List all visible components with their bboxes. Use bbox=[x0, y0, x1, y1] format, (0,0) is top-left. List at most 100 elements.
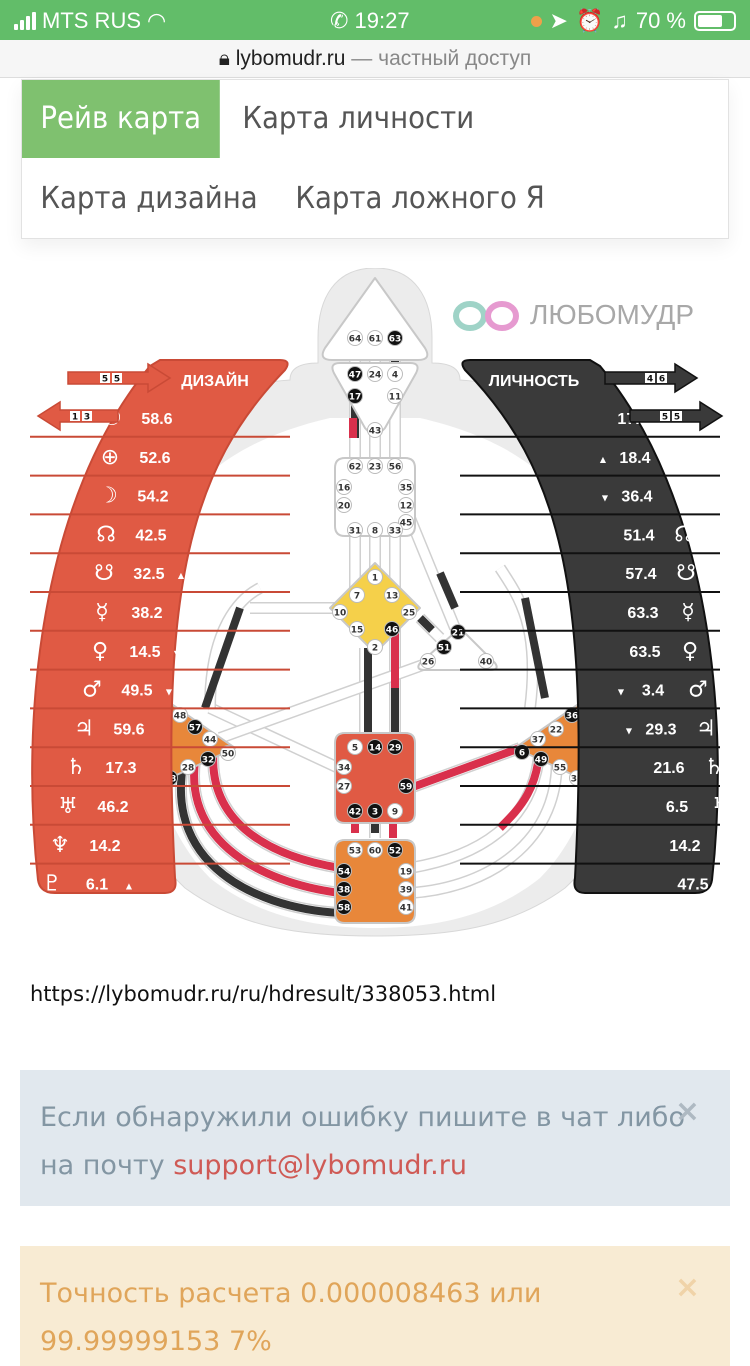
gate-64[interactable]: 64 bbox=[347, 330, 363, 346]
gate-62[interactable]: 62 bbox=[347, 458, 363, 474]
gate-9[interactable]: 9 bbox=[387, 803, 403, 819]
detriment-icon: ▼ bbox=[602, 494, 609, 503]
battery-icon bbox=[694, 11, 736, 31]
gate-51[interactable]: 51 bbox=[436, 639, 452, 655]
gate-45[interactable]: 45 bbox=[398, 514, 414, 530]
gate-63[interactable]: 63 bbox=[387, 330, 403, 346]
gate-44[interactable]: 44 bbox=[202, 731, 218, 747]
planet-symbol-icon: ♄ bbox=[66, 755, 86, 780]
gate-16[interactable]: 16 bbox=[336, 479, 352, 495]
tab-personality-chart[interactable]: Карта личности bbox=[242, 101, 475, 136]
gate-1[interactable]: 1 bbox=[367, 569, 383, 585]
gate-35[interactable]: 35 bbox=[398, 479, 414, 495]
gate-27[interactable]: 27 bbox=[336, 778, 352, 794]
gate-29[interactable]: 29 bbox=[387, 739, 403, 755]
address-bar[interactable]: 🔒︎ lybomudr.ru — частный доступ bbox=[0, 40, 750, 78]
planet-symbol-icon: ⊕ bbox=[671, 445, 689, 470]
gate-2[interactable]: 2 bbox=[367, 639, 383, 655]
gate-57[interactable]: 57 bbox=[187, 719, 203, 735]
gate-59[interactable]: 59 bbox=[398, 778, 414, 794]
gate-52[interactable]: 52 bbox=[387, 842, 403, 858]
detriment-icon: ▼ bbox=[166, 688, 173, 697]
planet-row: ⊕52.6 bbox=[30, 435, 290, 470]
gate-31[interactable]: 31 bbox=[347, 522, 363, 538]
gate-11[interactable]: 11 bbox=[387, 388, 403, 404]
gate-25[interactable]: 25 bbox=[401, 604, 417, 620]
gate-4[interactable]: 4 bbox=[387, 366, 403, 382]
gate-46[interactable]: 46 bbox=[384, 621, 400, 637]
gate-7[interactable]: 7 bbox=[349, 587, 365, 603]
close-icon[interactable]: × bbox=[674, 1094, 700, 1129]
support-email-link[interactable]: support@lybomudr.ru bbox=[173, 1150, 467, 1181]
gate-19[interactable]: 19 bbox=[398, 863, 414, 879]
chart-tabs: Рейв карта Карта личности Карта дизайна … bbox=[21, 79, 729, 239]
gate-22[interactable]: 22 bbox=[548, 721, 564, 737]
result-link[interactable]: https://lybomudr.ru/ru/hdresult/338053.h… bbox=[30, 982, 497, 1006]
gate-49[interactable]: 49 bbox=[533, 751, 549, 767]
gate-12[interactable]: 12 bbox=[398, 497, 414, 513]
alert-text: Если обнаружили ошибку пишите в чат либо… bbox=[40, 1102, 685, 1181]
gate-32[interactable]: 32 bbox=[200, 751, 216, 767]
gate-17[interactable]: 17 bbox=[347, 388, 363, 404]
gate-number: 27 bbox=[338, 783, 351, 793]
gate-28[interactable]: 28 bbox=[180, 759, 196, 775]
gate-40[interactable]: 40 bbox=[478, 653, 494, 669]
gate-20[interactable]: 20 bbox=[336, 497, 352, 513]
gate-number: 64 bbox=[349, 335, 362, 345]
gate-61[interactable]: 61 bbox=[367, 330, 383, 346]
tab-false-self-chart[interactable]: Карта ложного Я bbox=[295, 181, 545, 216]
gate-48[interactable]: 48 bbox=[172, 707, 188, 723]
gate-55[interactable]: 55 bbox=[552, 759, 568, 775]
gate-54[interactable]: 54 bbox=[336, 863, 352, 879]
gate-24[interactable]: 24 bbox=[367, 366, 383, 382]
gate-58[interactable]: 58 bbox=[336, 899, 352, 915]
gate-38[interactable]: 38 bbox=[336, 881, 352, 897]
gate-number: 44 bbox=[204, 736, 217, 746]
tab-design-chart[interactable]: Карта дизайна bbox=[40, 181, 258, 216]
gate-34[interactable]: 34 bbox=[336, 759, 352, 775]
center-ajna[interactable]: 47 24 4 17 11 43 bbox=[331, 362, 419, 438]
gate-37[interactable]: 37 bbox=[530, 731, 546, 747]
gate-41[interactable]: 41 bbox=[398, 899, 414, 915]
tab-rave-chart[interactable]: Рейв карта bbox=[22, 80, 220, 158]
gate-number: 25 bbox=[403, 609, 416, 619]
gate-10[interactable]: 10 bbox=[332, 604, 348, 620]
close-icon[interactable]: × bbox=[674, 1270, 700, 1305]
center-g[interactable]: 17 13 10 25 15 462 bbox=[329, 562, 421, 655]
planet-row: ♄17.3 bbox=[30, 746, 290, 780]
gate-5[interactable]: 5 bbox=[347, 739, 363, 755]
planet-row: ♃29.3▼ bbox=[460, 707, 720, 741]
status-bar: MTS RUS ◠ ✆ 19:27 ➤ ⏰ ♫ 70 % bbox=[0, 0, 750, 40]
gate-43[interactable]: 43 bbox=[367, 422, 383, 438]
gate-33[interactable]: 33 bbox=[387, 522, 403, 538]
gate-39[interactable]: 39 bbox=[398, 881, 414, 897]
gate-8[interactable]: 8 bbox=[367, 522, 383, 538]
gate-number: 33 bbox=[389, 527, 402, 537]
gate-number: 24 bbox=[369, 371, 382, 381]
gate-6[interactable]: 6 bbox=[514, 744, 530, 760]
gate-53[interactable]: 53 bbox=[347, 842, 363, 858]
gate-47[interactable]: 47 bbox=[347, 366, 363, 382]
gate-60[interactable]: 60 bbox=[367, 842, 383, 858]
gate-21[interactable]: 21 bbox=[450, 624, 466, 640]
gate-26[interactable]: 26 bbox=[420, 653, 436, 669]
gate-56[interactable]: 56 bbox=[387, 458, 403, 474]
gate-42[interactable]: 42 bbox=[347, 803, 363, 819]
gate-number: 22 bbox=[550, 726, 563, 736]
gate-14[interactable]: 14 bbox=[367, 739, 383, 755]
gate-number: 36 bbox=[566, 712, 579, 722]
gate-50[interactable]: 50 bbox=[220, 745, 236, 761]
planet-symbol-icon: ♆ bbox=[720, 833, 740, 858]
gate-23[interactable]: 23 bbox=[367, 458, 383, 474]
signal-icon bbox=[14, 12, 36, 30]
gate-13[interactable]: 13 bbox=[384, 587, 400, 603]
gate-3[interactable]: 3 bbox=[367, 803, 383, 819]
gate-15[interactable]: 15 bbox=[349, 621, 365, 637]
